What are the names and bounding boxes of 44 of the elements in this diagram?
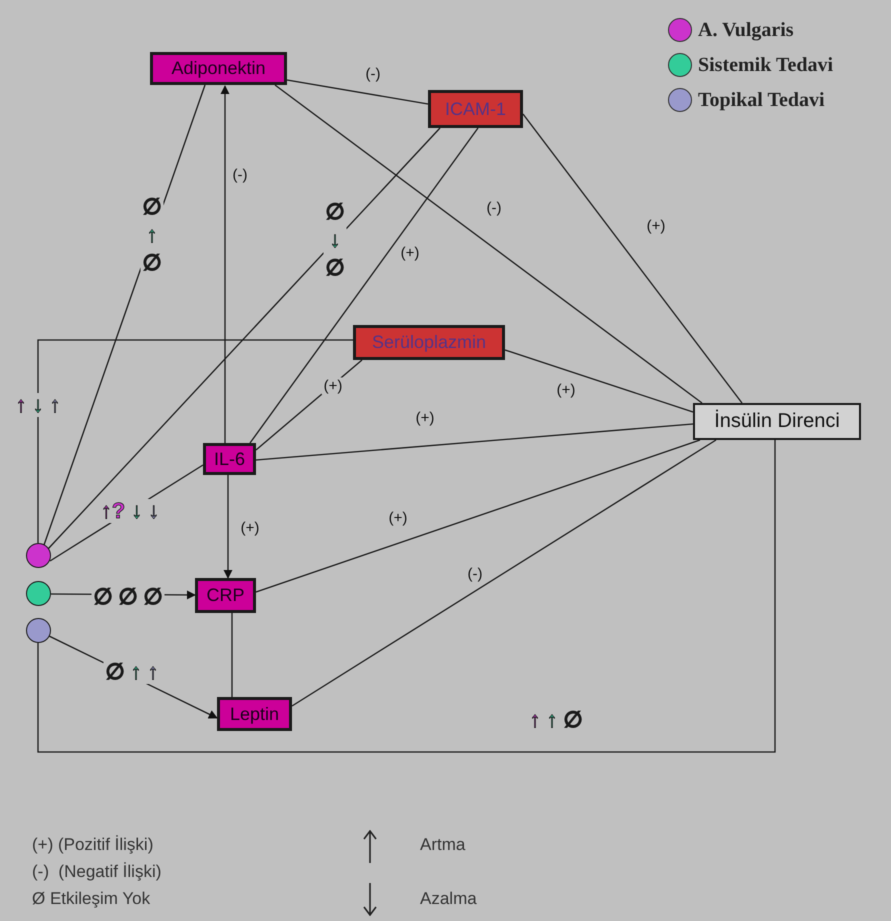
legend-label: Topikal Tedavi xyxy=(698,88,825,112)
connector-line xyxy=(256,360,362,450)
edge-label: (+) xyxy=(238,520,262,536)
key-text: Azalma xyxy=(420,890,477,907)
connector-line xyxy=(522,114,743,404)
legend-label: Sistemik Tedavi xyxy=(698,54,834,76)
arrow xyxy=(220,85,230,443)
factor-box: Adiponektin xyxy=(150,52,287,85)
edge-label: (+) xyxy=(554,382,578,398)
factor-box: Serüloplazmin xyxy=(353,325,505,360)
group-circle xyxy=(26,581,51,606)
factor-box: ICAM-1 xyxy=(428,90,523,128)
connector-line xyxy=(48,128,440,550)
connector-line xyxy=(256,423,694,461)
connector-line xyxy=(256,439,700,593)
edge-label: (+) xyxy=(322,378,344,394)
group-circle xyxy=(26,618,51,643)
connector-line xyxy=(292,439,716,707)
edge-label: (+) xyxy=(398,244,422,262)
factor-box: IL-6 xyxy=(203,443,256,475)
connector-line xyxy=(274,84,702,404)
connector-line xyxy=(37,339,353,543)
edge-label: (+) xyxy=(644,218,668,234)
group-circle xyxy=(26,543,51,568)
connector-line xyxy=(249,128,479,444)
key-text: Ø Etkileşim Yok xyxy=(32,890,150,907)
edge-label: (+) xyxy=(414,410,436,426)
arrow xyxy=(223,475,233,579)
edge-label: (-) xyxy=(484,200,504,216)
key-text: Artma xyxy=(420,836,466,853)
connector-line xyxy=(286,79,428,105)
factor-box: CRP xyxy=(195,578,256,613)
edge-label: (-) xyxy=(230,166,250,184)
edge-label: (-) xyxy=(364,66,382,82)
edge-label: (-) xyxy=(466,566,484,582)
connector-line xyxy=(37,440,776,753)
connector-line xyxy=(504,349,694,413)
key-text: (-) (Negatif İlişki) xyxy=(32,863,162,880)
factor-box: Leptin xyxy=(217,697,292,731)
key-text: (+) (Pozitif İlişki) xyxy=(32,836,154,853)
outcome-box: İnsülin Direnci xyxy=(693,403,861,440)
connector-line xyxy=(231,613,233,697)
edge-label: (+) xyxy=(386,510,410,526)
legend-label: A. Vulgaris xyxy=(698,18,794,42)
